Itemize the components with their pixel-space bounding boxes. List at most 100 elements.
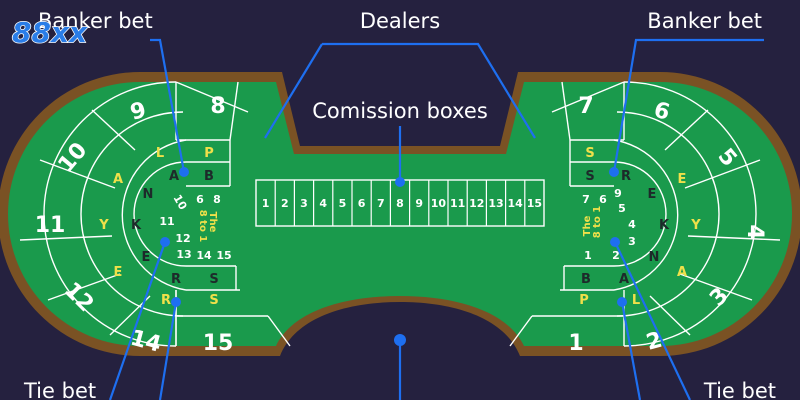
pointer-tie-right-2: [620, 301, 642, 400]
left-tie-text: 8 to 1: [197, 210, 208, 243]
pointer-dot: [394, 334, 406, 346]
commission-box-number: 13: [488, 197, 503, 210]
commission-box-number: 12: [469, 197, 484, 210]
label-tie-bet-left: Tie bet: [23, 379, 96, 400]
pointer-dot: [617, 297, 627, 307]
left-inner-number: 11: [159, 215, 174, 228]
pointer-tie-right: [614, 241, 691, 400]
pointer-dot: [171, 297, 181, 307]
left-banker-letter: R: [171, 272, 181, 287]
label-dealers: Dealers: [360, 9, 440, 33]
right-banker-letter: B: [581, 272, 591, 287]
left-player-letter: E: [114, 265, 123, 280]
commission-box-number: 4: [319, 197, 327, 210]
commission-box-number: 2: [281, 197, 289, 210]
brand-logo-text: 88xx: [12, 16, 88, 49]
left-player-letter: Y: [98, 218, 109, 233]
commission-box-number: 1: [262, 197, 270, 210]
pointer-tie-left-2: [158, 301, 178, 400]
right-end-lines: [509, 81, 781, 347]
pointer-banker-right: [612, 38, 764, 173]
left-inner-number: 12: [175, 232, 190, 245]
right-player-letter: S: [585, 146, 594, 161]
commission-box-number: 6: [358, 197, 366, 210]
right-tie-text: 8 to 1: [592, 206, 603, 239]
table-felt: [8, 82, 792, 346]
left-tie-text: The: [207, 212, 218, 233]
left-player-letter: R: [161, 293, 171, 308]
pointer-banker-left: [150, 38, 186, 173]
right-outer-number: 7: [578, 94, 593, 119]
right-player-letter: P: [579, 293, 589, 308]
right-banker-letter: K: [659, 218, 670, 233]
label-commission-boxes: Comission boxes: [312, 99, 488, 123]
right-inner-number: 6: [599, 193, 607, 206]
right-player-letter: Y: [690, 218, 701, 233]
label-banker-bet-left: Banker bet: [38, 9, 153, 33]
brand-logo: 88xx: [11, 15, 89, 50]
commission-box-number: 7: [377, 197, 385, 210]
right-inner-number: 3: [628, 235, 636, 248]
right-banker-letter: A: [619, 272, 629, 287]
right-outer-number: 1: [568, 331, 583, 356]
right-inner-number: 2: [612, 249, 620, 262]
right-tie-text: The: [582, 215, 593, 236]
left-player-letter: P: [204, 146, 214, 161]
right-outer-number: 4: [742, 224, 767, 239]
commission-box-number: 15: [527, 197, 542, 210]
commission-box-number: 9: [415, 197, 423, 210]
right-inner-number: 4: [628, 218, 636, 231]
commission-box-number: 11: [450, 197, 465, 210]
left-player-letter: L: [156, 146, 164, 161]
pointer-dealers-left: [264, 43, 323, 139]
left-banker-letter: K: [131, 218, 142, 233]
right-player-letter: L: [632, 293, 640, 308]
callout-pointers: [108, 38, 764, 400]
right-banker-letter: S: [585, 169, 594, 184]
left-inner-number: 6: [196, 193, 204, 206]
right-banker-letter: N: [649, 250, 660, 265]
commission-box-number: 3: [300, 197, 308, 210]
right-inner-number: 1: [584, 249, 592, 262]
label-banker-bet-right: Banker bet: [647, 9, 762, 33]
commission-box-number: 14: [508, 197, 524, 210]
label-tie-bet-right: Tie bet: [703, 379, 776, 400]
commission-box-number: 10: [431, 197, 447, 210]
left-outer-number: 11: [35, 213, 66, 238]
right-inner-number: 7: [582, 193, 590, 206]
left-banker-letter: B: [204, 169, 214, 184]
left-banker-letter: A: [169, 169, 179, 184]
left-banker-letter: E: [142, 250, 151, 265]
left-player-letter: S: [209, 293, 218, 308]
right-banker-letter: E: [648, 187, 657, 202]
left-inner-number: 8: [213, 193, 221, 206]
right-player-letter: E: [678, 172, 687, 187]
right-inner-number: 5: [618, 202, 626, 215]
left-outer-number: 15: [203, 331, 234, 356]
left-inner-number: 15: [216, 249, 231, 262]
right-end-text: 7 6 5 4 3 2 1 S E Y A L P S R E K N A B …: [568, 94, 767, 356]
left-outer-number: 8: [210, 94, 225, 119]
commission-box-number: 8: [396, 197, 404, 210]
pointer-tie-left: [108, 241, 167, 400]
right-inner-number: 9: [614, 187, 622, 200]
left-player-letter: A: [113, 172, 123, 187]
pointer-dot: [610, 237, 620, 247]
pointer-dot: [609, 167, 619, 177]
left-outer-number: 9: [128, 98, 149, 126]
left-banker-letter: N: [143, 187, 154, 202]
right-player-letter: A: [677, 265, 687, 280]
pointer-dot: [160, 237, 170, 247]
pointer-dot: [179, 167, 189, 177]
right-banker-letter: R: [621, 169, 631, 184]
right-outer-number: 6: [651, 98, 672, 126]
left-inner-number: 13: [176, 248, 191, 261]
pointer-dot: [395, 177, 405, 187]
left-banker-letter: S: [209, 272, 218, 287]
pointer-dealers: [322, 42, 536, 139]
commission-box-number: 5: [339, 197, 347, 210]
left-inner-number: 14: [196, 249, 212, 262]
